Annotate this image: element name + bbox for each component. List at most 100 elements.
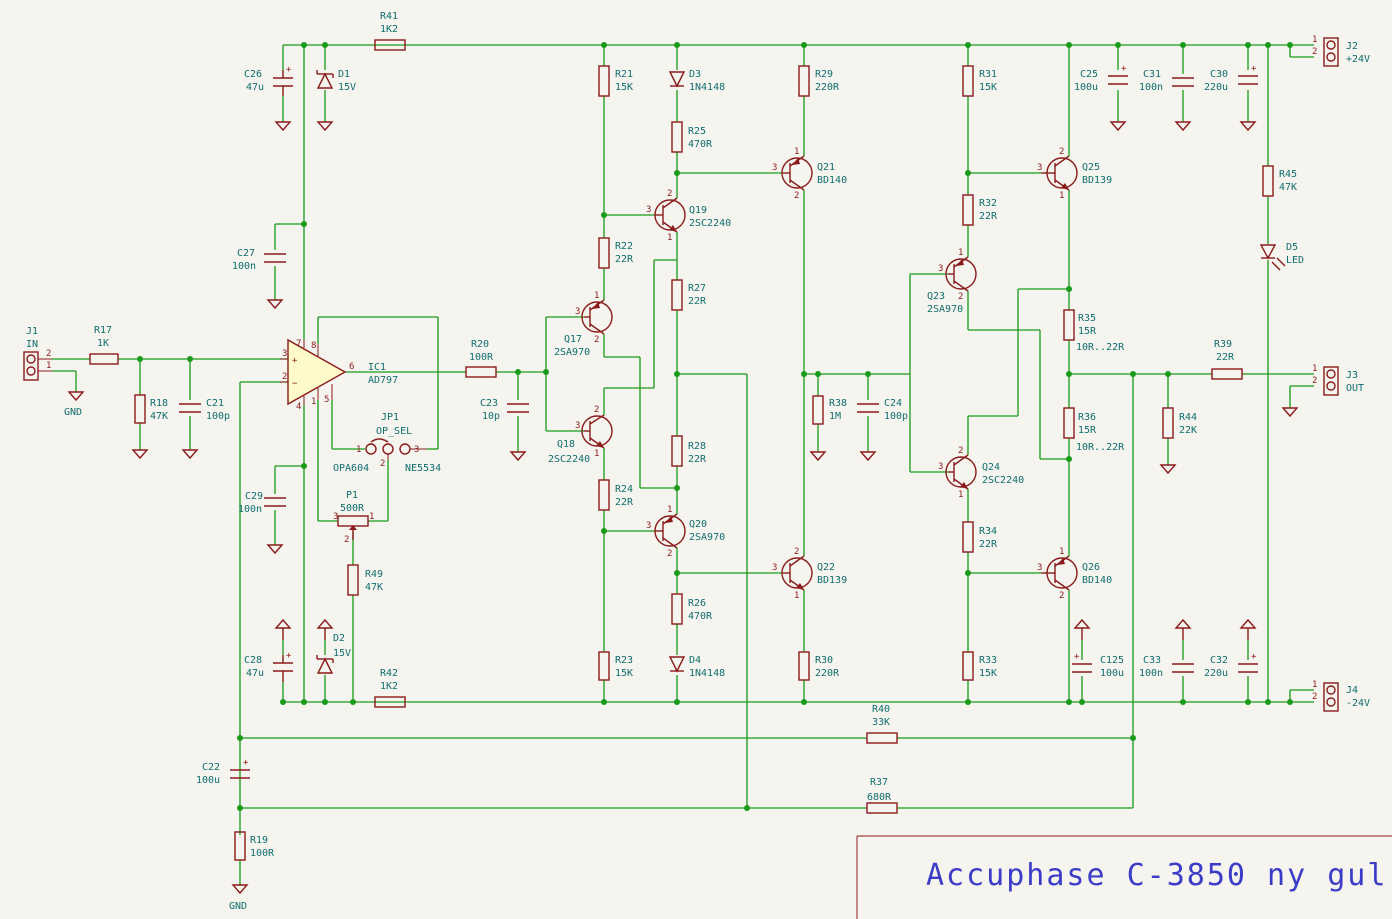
resistor-r39: R39 22R [1211,339,1243,380]
ic1-pin5: 5 [324,395,329,405]
ic1-pin8: 8 [311,341,316,351]
svg-text:3: 3 [575,307,580,317]
resistor-r32: R32 22R [962,194,998,226]
transistor-q24: 3 2 1 Q24 2SC2240 [938,446,1024,500]
q23-value: 2SA970 [927,304,963,315]
r44-ref: R44 [1179,412,1197,423]
capacitor-c125: + C125 100u [1072,652,1124,679]
svg-text:2: 2 [594,405,599,415]
r22-value: 22R [615,254,634,265]
j1-ref: J1 [26,326,38,337]
svg-text:3: 3 [938,462,943,472]
transistor-q20: 3 1 2 Q20 2SA970 [646,505,725,559]
c22-ref: C22 [202,762,220,773]
r20-value: 100R [469,352,494,363]
ic1-value: AD797 [368,375,398,386]
r40-ref: R40 [872,704,890,715]
c31-value: 100n [1139,82,1163,93]
svg-text:2: 2 [958,292,963,302]
svg-text:3: 3 [938,264,943,274]
resistor-r18: R18 47K [134,394,168,424]
r18-ref: R18 [150,398,168,409]
svg-text:1: 1 [667,233,672,243]
resistor-r27: R27 22R [671,279,707,311]
q20-value: 2SA970 [689,532,725,543]
j2-ref: J2 [1346,41,1358,52]
capacitor-c32: + C32 220u [1204,652,1258,679]
ic1-pin1: 1 [311,397,316,407]
svg-text:3: 3 [1037,563,1042,573]
capacitor-c26: + C26 47u [244,65,293,96]
r35-ref: R35 [1078,313,1096,324]
d1-ref: D1 [338,69,350,80]
r30-value: 220R [815,668,840,679]
svg-text:2: 2 [594,335,599,345]
c30-ref: C30 [1210,69,1228,80]
c125-value: 100u [1100,668,1124,679]
junctions [137,42,1293,811]
resistor-r33: R33 15K [962,651,997,681]
q26-ref: Q26 [1082,562,1100,573]
resistor-r19: R19 100R [234,831,275,861]
r33-value: 15K [979,668,997,679]
ic1-pin7: 7 [296,339,301,349]
resistor-r28: R28 22R [671,435,707,467]
c25-value: 100u [1074,82,1098,93]
r19-ref: R19 [250,835,268,846]
c30-value: 220u [1204,82,1228,93]
j3-pin1: 1 [1312,364,1317,374]
svg-text:3: 3 [772,163,777,173]
svg-text:3: 3 [646,205,651,215]
r49-ref: R49 [365,569,383,580]
r31-value: 15K [979,82,997,93]
c32-value: 220u [1204,668,1228,679]
svg-text:3: 3 [646,521,651,531]
c29-value: 100n [238,504,262,515]
j2-value: +24V [1346,54,1370,65]
d4-value: 1N4148 [689,668,725,679]
transistor-q18: 3 2 1 Q18 2SC2240 [548,405,613,465]
q24-ref: Q24 [982,462,1000,473]
q21-ref: Q21 [817,162,835,173]
capacitor-c25: + C25 100u [1074,64,1128,93]
capacitor-c29: C29 100n [238,491,286,515]
resistor-r20: R20 100R [465,339,497,378]
c33-ref: C33 [1143,655,1161,666]
r34-value: 22R [979,539,998,550]
c32-ref: C32 [1210,655,1228,666]
j4-pin1: 1 [1312,680,1317,690]
transistor-q25: 3 2 1 Q25 BD139 [1037,147,1112,201]
r26-ref: R26 [688,598,706,609]
capacitor-c23: C23 10p [480,398,529,422]
q18-ref: Q18 [557,439,575,450]
svg-text:+: + [292,356,298,366]
j2-pin1: 1 [1312,35,1317,45]
r40-value: 33K [872,717,890,728]
d1-value: 15V [338,82,356,93]
j1-gnd-label: GND [64,407,82,418]
r49-value: 47K [365,582,383,593]
r39-ref: R39 [1214,339,1232,350]
connector-j2: 1 2 J2 +24V [1312,35,1370,67]
r41-ref: R41 [380,11,398,22]
resistor-r44: R44 22K [1162,407,1197,439]
ic1-ref: IC1 [368,362,386,373]
ground-symbols [67,121,1299,895]
resistor-r49: R49 47K [347,564,383,596]
r17-ref: R17 [94,325,112,336]
jumper-jp1: 1 2 3 JP1 OP_SEL OPA604 NE5534 [333,412,441,474]
svg-text:1: 1 [1059,547,1064,557]
r42-ref: R42 [380,668,398,679]
gnd-label: GND [229,901,247,912]
svg-text:1: 1 [594,291,599,301]
c23-ref: C23 [480,398,498,409]
resistor-r30: R30 220R [798,651,840,681]
r17-value: 1K [97,338,109,349]
r45-ref: R45 [1279,169,1297,180]
svg-text:+: + [243,758,249,768]
q18-value: 2SC2240 [548,454,590,465]
d2-ref: D2 [333,633,345,644]
r19-value: 100R [250,848,275,859]
svg-text:2: 2 [1059,591,1064,601]
c21-ref: C21 [206,398,224,409]
